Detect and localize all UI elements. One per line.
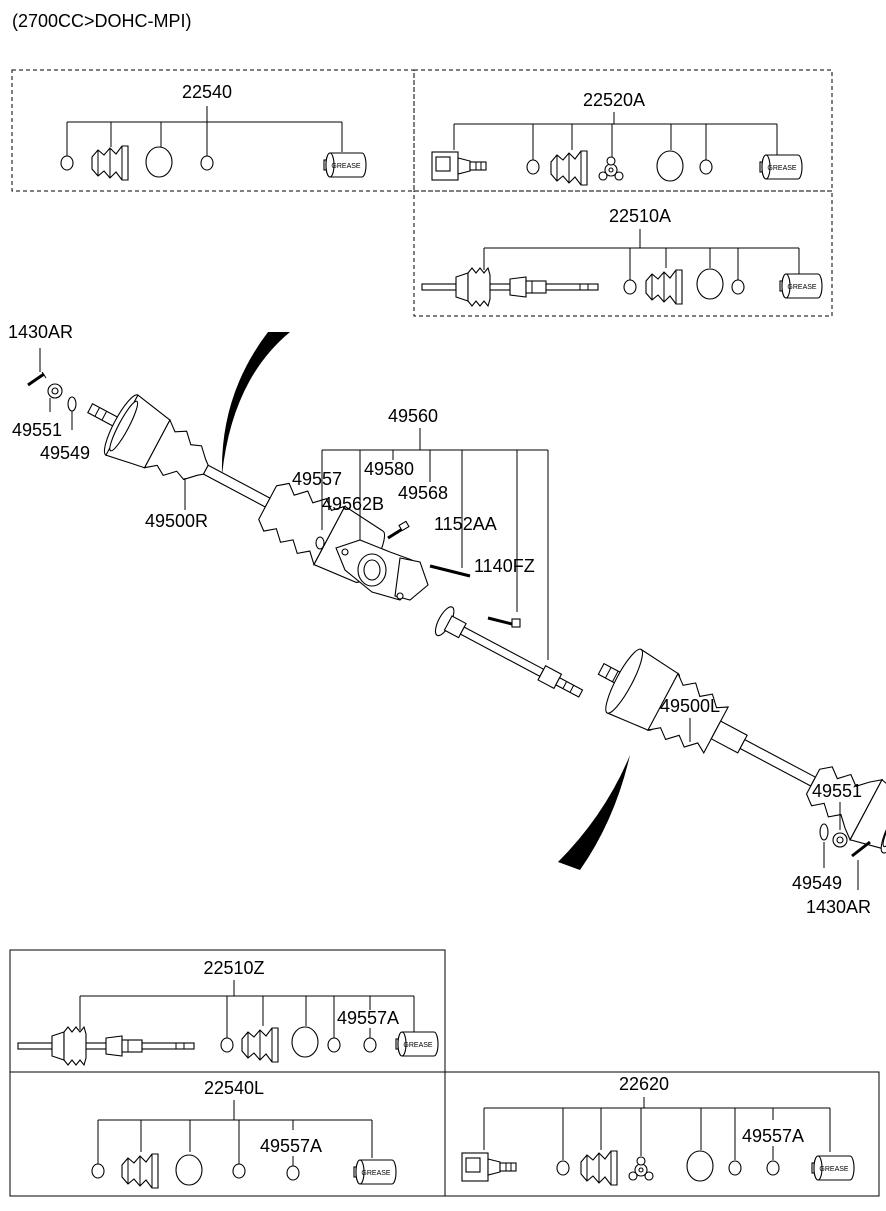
right-washer-label[interactable]: 49549: [792, 873, 842, 893]
kit-22520A[interactable]: 22520A GREASE: [431, 90, 803, 186]
kit-22540-clamp-ring-icon: [60, 155, 74, 171]
kit-22510A[interactable]: 22510A GREASE: [421, 206, 823, 307]
left-washer-icon: [67, 396, 77, 412]
kit-22510Z-boot-icon: [241, 1027, 279, 1063]
left-drive-shaft[interactable]: [584, 637, 886, 872]
left-shaft-label[interactable]: 49500L: [660, 696, 720, 716]
kit-22510Z-clamp-ring-icon: [220, 1037, 234, 1053]
right-end-hardware: [819, 802, 871, 890]
kit-22620-small-ring-icon: [728, 1160, 742, 1176]
kit-22540-small-ring-icon: [200, 155, 214, 171]
kit-22510A-boot-icon: [645, 269, 683, 305]
kit-22510Z-grease-icon: GREASE: [395, 1031, 439, 1057]
kit-22520A-band-icon: [656, 150, 684, 182]
kit-22540-band-icon: [145, 146, 173, 178]
kit-22540L-small-ring-icon: [232, 1163, 246, 1179]
kit-22540[interactable]: 22540 GREASE: [60, 82, 367, 181]
kit-22540L-clamp-ring-icon: [91, 1163, 105, 1179]
svg-text:GREASE: GREASE: [819, 1166, 849, 1173]
kit-22540-label: 22540: [182, 82, 232, 102]
kit-22620-boot-icon: [580, 1150, 618, 1186]
kit-22620[interactable]: 22620 49557A GREASE: [461, 1074, 855, 1186]
kit-22520A-small-ring-icon: [699, 159, 713, 175]
kit-22620-clamp-ring-icon: [556, 1160, 570, 1176]
part-1140FZ-label[interactable]: 1140FZ: [474, 556, 535, 576]
kit-22540L-label: 22540L: [204, 1078, 264, 1098]
part-49557-label[interactable]: 49557: [292, 469, 342, 489]
kit-22540L-band-icon: [175, 1154, 203, 1186]
right-washer-icon: [819, 823, 829, 841]
bearing-assy-leader-lines: [321, 428, 549, 660]
kit-22510A-band-icon: [696, 268, 724, 300]
kit-22540-boot-icon: [91, 145, 129, 181]
part-1152AA-label[interactable]: 1152AA: [434, 514, 497, 534]
kit-22510Z-small-ring-icon: [327, 1037, 341, 1053]
kit-22520A-tripod-icon: [598, 156, 624, 181]
kit-22540L[interactable]: 22540L 49557A GREASE: [91, 1078, 397, 1189]
kit-22620-tripod-icon: [628, 1156, 654, 1181]
pointer-wedge-lower: [558, 755, 630, 870]
kit-22520A-grease-icon: GREASE: [759, 154, 803, 180]
right-pin-label[interactable]: 1430AR: [806, 897, 871, 917]
kit-22620-band-icon: [686, 1150, 714, 1182]
left-end-hardware: [27, 371, 77, 430]
kit-panels-top: [11, 69, 833, 317]
kit-22540L-sublabel: 49557A: [260, 1136, 322, 1156]
snap-ring-icon: [315, 536, 325, 550]
kit-22540L-49557A-ring-icon: [286, 1165, 300, 1181]
left-nut-label[interactable]: 49551: [12, 420, 62, 440]
left-washer-label[interactable]: 49549: [40, 443, 90, 463]
part-49580-label[interactable]: 49580: [364, 459, 414, 479]
kit-22510A-small-ring-icon: [731, 279, 745, 295]
pointer-wedge-upper: [221, 332, 290, 475]
kit-22620-grease-icon: GREASE: [811, 1155, 855, 1181]
kit-22520A-label: 22520A: [583, 90, 645, 110]
kit-panels-bottom: [9, 949, 880, 1197]
kit-22540-grease-icon: GREASE: [323, 152, 367, 178]
kit-22520A-clamp-ring-icon: [526, 159, 540, 175]
kit-22620-housing-icon: [461, 1152, 517, 1182]
bearing-bracket[interactable]: [335, 520, 471, 601]
kit-22620-label: 22620: [619, 1074, 669, 1094]
svg-text:GREASE: GREASE: [767, 165, 797, 172]
svg-text:GREASE: GREASE: [361, 1170, 391, 1177]
left-pin-label[interactable]: 1430AR: [8, 322, 73, 342]
kit-22510A-clamp-ring-icon: [623, 279, 637, 295]
kit-22510Z[interactable]: 22510Z 49557A GREASE: [17, 958, 439, 1066]
right-nut-label[interactable]: 49551: [812, 781, 862, 801]
kit-22510Z-shaft-icon: [17, 1026, 195, 1066]
kit-22520A-housing-icon: [431, 151, 487, 181]
kit-22620-49557A-ring-icon: [766, 1160, 780, 1176]
kit-22510Z-band-icon: [291, 1026, 319, 1058]
kit-22620-sublabel: 49557A: [742, 1126, 804, 1146]
intermediate-shaft[interactable]: [432, 604, 588, 707]
kit-22520A-boot-icon: [550, 150, 588, 186]
kit-22540L-grease-icon: GREASE: [353, 1159, 397, 1185]
right-shaft-label[interactable]: 49500R: [145, 511, 208, 531]
kit-22510Z-sublabel: 49557A: [337, 1008, 399, 1028]
svg-text:GREASE: GREASE: [331, 163, 361, 170]
kit-22510A-shaft-icon: [421, 267, 599, 307]
svg-text:GREASE: GREASE: [787, 284, 817, 291]
kit-22540L-boot-icon: [121, 1153, 159, 1189]
kit-22510A-grease-icon: GREASE: [779, 273, 823, 299]
kit-22510A-label: 22510A: [609, 206, 671, 226]
svg-text:GREASE: GREASE: [403, 1042, 433, 1049]
bolt-1140FZ-icon: [487, 616, 513, 626]
bearing-assy-label[interactable]: 49560: [388, 406, 438, 426]
kit-22510Z-label: 22510Z: [203, 958, 264, 978]
part-49562B-label[interactable]: 49562B: [322, 494, 384, 514]
part-49568-label[interactable]: 49568: [398, 483, 448, 503]
engine-spec-label: (2700CC>DOHC-MPI): [12, 11, 192, 31]
kit-22510Z-49557A-ring-icon: [363, 1037, 377, 1053]
